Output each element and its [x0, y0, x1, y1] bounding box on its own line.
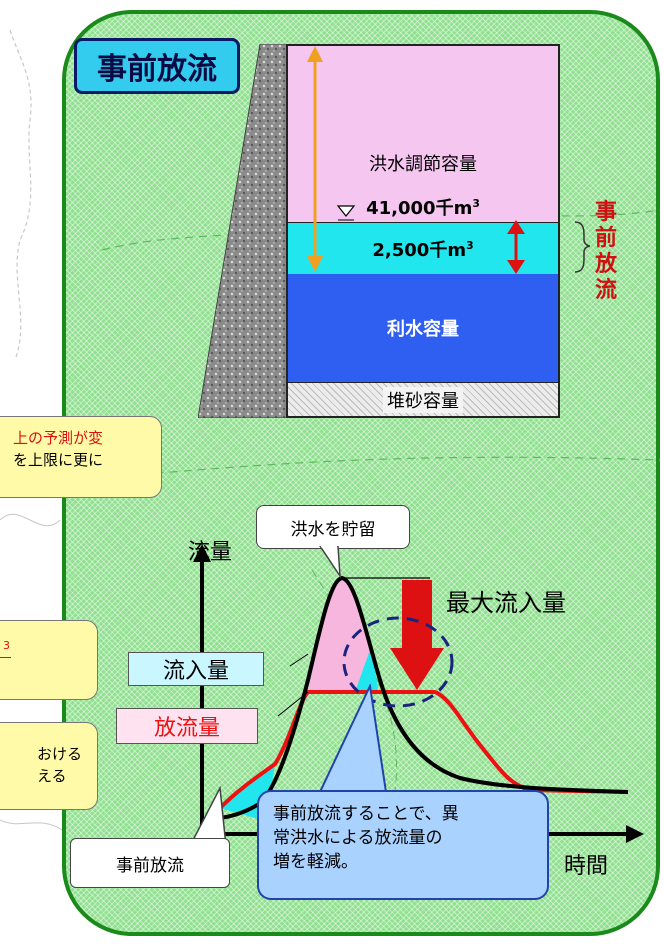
note-line2: 常洪水による放流量の [273, 828, 443, 848]
pre-release-vertical-label: 事 前 放 流 [592, 200, 620, 304]
reservoir-markers [307, 46, 591, 274]
inflow-label-box: 流入量 [128, 652, 264, 686]
flood-volume: 41,000千m3 [366, 197, 480, 219]
outflow-label: 放流量 [153, 716, 220, 741]
left-callout-top-line1: 上の予測が変 [13, 429, 104, 447]
left-callout-mid: 3 [0, 620, 98, 700]
left-callout-bottom-line2: える [37, 767, 67, 785]
note-callout-tail [318, 684, 388, 793]
pre-release-label: 事前放流 [116, 855, 184, 876]
water-use-zone: 利水容量 [286, 274, 560, 382]
max-inflow-label: 最大流入量 [446, 589, 566, 617]
left-callout-bottom-line1: おける [37, 745, 83, 763]
storage-callout-tail [319, 546, 341, 579]
flood-control-label: 洪水調節容量 [368, 154, 477, 175]
pre-release-volume: 2,500千m3 [372, 238, 474, 261]
storage-callout: 洪水を貯留 [256, 505, 410, 549]
left-callout-mid-underline [0, 657, 11, 658]
pre-release-char-1: 事 [594, 200, 617, 225]
inflow-label: 流入量 [162, 659, 229, 684]
note-line1: 事前放流することで、異 [273, 804, 459, 824]
note-callout: 事前放流することで、異 常洪水による放流量の 増を軽減。 [257, 790, 549, 900]
left-callout-mid-super: 3 [3, 639, 10, 652]
left-callout-top: 上の予測が変 を上限に更に [0, 416, 162, 498]
y-axis-label: 流量 [188, 540, 233, 565]
dam-body-illustration [198, 44, 289, 418]
max-inflow-arrow [402, 580, 432, 650]
stored-flood-area [308, 578, 370, 692]
panel-title: 事前放流 [74, 38, 240, 94]
flood-control-zone: 洪水調節容量 41,000千m3 [286, 44, 560, 222]
pre-release-char-4: 流 [594, 278, 617, 303]
pre-release-char-3: 放 [594, 252, 617, 277]
storage-label: 洪水を貯留 [290, 519, 376, 540]
x-axis-label: 時間 [564, 854, 609, 879]
inflow-curve [219, 575, 629, 820]
left-callout-top-line2: を上限に更に [13, 451, 104, 469]
pre-release-char-2: 前 [594, 226, 617, 251]
water-use-label: 利水容量 [387, 319, 459, 340]
sediment-zone: 堆砂容量 [286, 382, 560, 418]
note-line3: 増を軽減。 [273, 852, 358, 872]
pre-release-peak-area [355, 650, 378, 692]
highlight-ellipse [342, 616, 454, 708]
pre-release-callout: 事前放流 [70, 838, 230, 888]
sediment-label: 堆砂容量 [383, 386, 463, 413]
outflow-label-box: 放流量 [116, 708, 258, 744]
left-callout-bottom: おける える [0, 722, 98, 810]
outflow-curve [218, 690, 629, 810]
